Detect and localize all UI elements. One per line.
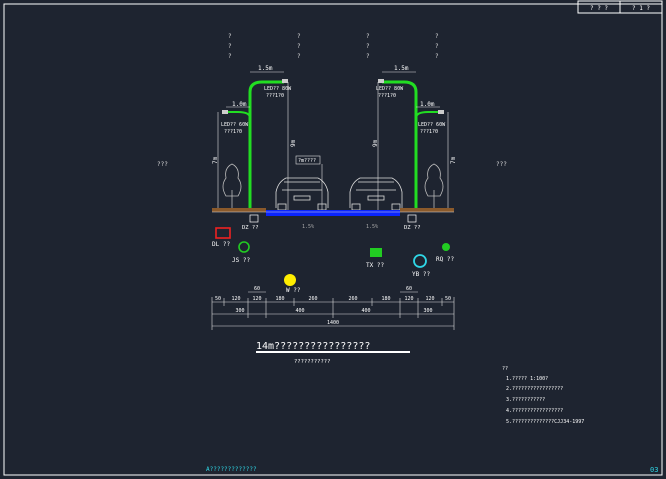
left-lamp-high-label-2: ???1?0 xyxy=(266,93,284,99)
drawing-subtitle: ??????????? xyxy=(294,359,330,365)
left-arm-low-label: 1.0m xyxy=(232,101,247,108)
center-note: ?m???? xyxy=(295,155,323,210)
marker-rl-1: ? xyxy=(366,33,370,40)
dim-top-right-3: 120 xyxy=(404,296,413,302)
right-pole-height-high: 9m xyxy=(372,139,379,147)
w-icon xyxy=(284,274,296,286)
right-lamp-high-label-2: ???1?0 xyxy=(378,93,396,99)
dim-top-right-1: 260 xyxy=(348,296,357,302)
side-label-left: ??? xyxy=(157,161,168,168)
dimension-texts: 50 120 120 180 260 260 180 120 120 50 60… xyxy=(215,286,451,326)
right-lamp-low-label-1: LED?? 60W xyxy=(418,122,446,128)
notes-heading: ?? xyxy=(502,366,508,372)
dim-top-right-5: 50 xyxy=(445,296,451,302)
right-pole-height-low: 7m xyxy=(450,156,457,164)
dim-top-left-1: 50 xyxy=(215,296,221,302)
center-note-label: ?m???? xyxy=(298,158,316,164)
marker-rr-3: ? xyxy=(435,53,439,60)
rq-label: RQ ?? xyxy=(436,256,454,263)
dim-top-right-4: 120 xyxy=(425,296,434,302)
yb-icon xyxy=(413,254,427,268)
dim-mid-left-1: 300 xyxy=(235,308,244,314)
w-label: W ?? xyxy=(286,287,301,294)
dl-icon xyxy=(215,227,231,239)
dim-mid-right-2: 300 xyxy=(423,308,432,314)
marker-ll-3: ? xyxy=(228,53,232,60)
road-slope-left: 1.5% xyxy=(302,224,314,230)
utility-markers: DL ?? JS ?? TX ?? YB ?? RQ ?? W ?? xyxy=(212,227,454,294)
drawing-title: 14m???????????????? xyxy=(256,341,370,352)
road-slope-right: 1.5% xyxy=(366,224,378,230)
dim-mid-left-2: 400 xyxy=(295,308,304,314)
notes-block: ?? 1.????? 1:100? 2.????????????????? 3.… xyxy=(502,366,584,425)
note-item-5: 5.??????????????CJJ34-1997 xyxy=(506,419,584,425)
marker-ll-2: ? xyxy=(228,43,232,50)
dim-top-left-2: 120 xyxy=(231,296,240,302)
left-lamp-low-label-1: LED?? 60W xyxy=(221,122,249,128)
note-item-2: 2.????????????????? xyxy=(506,386,563,392)
left-lamp-high-label-1: LED?? 80W xyxy=(264,86,292,92)
note-item-3: 3.??????????? xyxy=(506,397,545,403)
side-label-right: ??? xyxy=(496,161,507,168)
marker-rr-1: ? xyxy=(435,33,439,40)
left-pole-height-high: 9m xyxy=(290,139,297,147)
dim-mid-right-1: 400 xyxy=(361,308,370,314)
marker-rr-2: ? xyxy=(435,43,439,50)
dim-top-left-4: 180 xyxy=(275,296,284,302)
note-item-4: 4.????????????????? xyxy=(506,408,563,414)
left-lamp-low-label-2: ???1?0 xyxy=(224,129,242,135)
footer-sheet-number: 03 xyxy=(650,466,658,474)
right-tree xyxy=(424,163,444,208)
dz-right-label: DZ ?? xyxy=(404,225,421,231)
marker-lr-2: ? xyxy=(297,43,301,50)
right-arm-low-label: 1.0m xyxy=(420,101,435,108)
dim-top-left-3: 120 xyxy=(252,296,261,302)
left-tree xyxy=(222,163,242,208)
drawing-frame xyxy=(3,3,663,476)
dz-left-label: DZ ?? xyxy=(242,225,259,231)
rq-icon xyxy=(442,243,450,251)
marker-ll-1: ? xyxy=(228,33,232,40)
dim-top-right-2: 180 xyxy=(381,296,390,302)
tx-icon xyxy=(370,248,382,257)
marker-rl-3: ? xyxy=(366,53,370,60)
title-block: ? ? ? ? 1 ? xyxy=(577,0,663,14)
title-block-cell-1: ? ? ? xyxy=(590,5,608,12)
note-item-1: 1.????? 1:100? xyxy=(506,376,548,382)
right-lamp-low-label-2: ???1?0 xyxy=(420,129,438,135)
dim-small-right: 60 xyxy=(406,286,412,292)
footer-drawing-code: A????????????? xyxy=(206,466,257,473)
left-street-lamp: 1.5m 1.0m LED?? 80W ???1?0 LED?? 60W ???… xyxy=(212,65,297,210)
right-arm-top-label: 1.5m xyxy=(394,65,409,72)
left-arm-top-label: 1.5m xyxy=(258,65,273,72)
left-car xyxy=(275,177,329,211)
dim-small-left: 60 xyxy=(254,286,260,292)
yb-label: YB ?? xyxy=(412,271,430,278)
right-street-lamp: 1.5m 1.0m LED?? 80W ???1?0 LED?? 60W ???… xyxy=(372,65,457,210)
dimension-lines xyxy=(211,291,455,330)
right-car xyxy=(349,177,403,211)
marker-lr-1: ? xyxy=(297,33,301,40)
marker-lr-3: ? xyxy=(297,53,301,60)
dim-top-left-5: 260 xyxy=(308,296,317,302)
dl-label: DL ?? xyxy=(212,241,230,248)
js-icon xyxy=(238,241,250,253)
road-section: 1.5% 1.5% DZ ?? DZ ?? xyxy=(212,208,454,231)
title-block-cell-2: ? 1 ? xyxy=(632,5,650,12)
js-label: JS ?? xyxy=(232,257,250,264)
left-pole-height-low: 7m xyxy=(212,156,219,164)
marker-rl-2: ? xyxy=(366,43,370,50)
tx-label: TX ?? xyxy=(366,262,384,269)
side-markers: ? ? ? ? ? ? ? ? ? ? ? ? ??? ??? xyxy=(157,33,507,168)
dim-total: 1400 xyxy=(327,320,339,326)
right-lamp-high-label-1: LED?? 80W xyxy=(376,86,404,92)
